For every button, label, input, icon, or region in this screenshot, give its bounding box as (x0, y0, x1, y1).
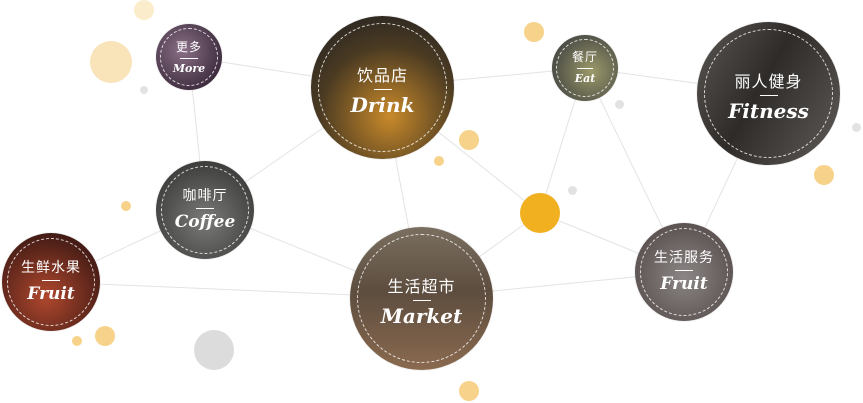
category-drink[interactable]: 饮品店 Drink (311, 16, 454, 159)
category-service-label: 生活服务 (654, 249, 714, 265)
category-fruit[interactable]: 生鲜水果 Fruit (2, 233, 100, 331)
decor-dot (140, 86, 148, 94)
category-more[interactable]: 更多 More (156, 24, 222, 90)
category-coffee-label: 咖啡厅 (182, 187, 228, 203)
decor-dot (814, 165, 834, 185)
decor-dot (459, 381, 479, 401)
category-market-label: 生活超市 (387, 279, 456, 296)
decor-dot (72, 336, 82, 346)
decor-dot (134, 0, 154, 20)
category-market-en: Market (380, 304, 463, 328)
decor-dot (90, 41, 132, 83)
category-fitness-en: Fitness (728, 99, 809, 123)
decor-dot (852, 123, 861, 132)
category-drink-label: 饮品店 (356, 68, 408, 85)
decor-dot (459, 130, 479, 150)
category-more-label: 更多 (175, 40, 202, 54)
category-fitness[interactable]: 丽人健身 Fitness (697, 22, 840, 165)
category-fitness-label: 丽人健身 (734, 74, 803, 91)
category-coffee[interactable]: 咖啡厅 Coffee (156, 161, 254, 259)
decor-dot (434, 156, 444, 166)
category-eat-label: 餐厅 (571, 50, 598, 64)
category-eat[interactable]: 餐厅 Eat (552, 35, 618, 101)
category-fruit-en: Fruit (27, 284, 75, 304)
accent-dot (520, 193, 560, 233)
category-fruit-label: 生鲜水果 (21, 259, 81, 275)
category-service[interactable]: 生活服务 Fruit (635, 223, 733, 321)
category-eat-en: Eat (574, 72, 596, 85)
category-more-en: More (172, 62, 206, 75)
decor-dot (568, 186, 577, 195)
decor-dot (121, 201, 131, 211)
category-service-en: Fruit (660, 274, 708, 294)
category-market[interactable]: 生活超市 Market (350, 227, 493, 370)
decor-dot (194, 330, 234, 370)
category-coffee-en: Coffee (174, 212, 236, 232)
decor-dot (615, 100, 624, 109)
decor-dot (95, 326, 115, 346)
category-drink-en: Drink (350, 93, 415, 117)
decor-dot (524, 22, 544, 42)
